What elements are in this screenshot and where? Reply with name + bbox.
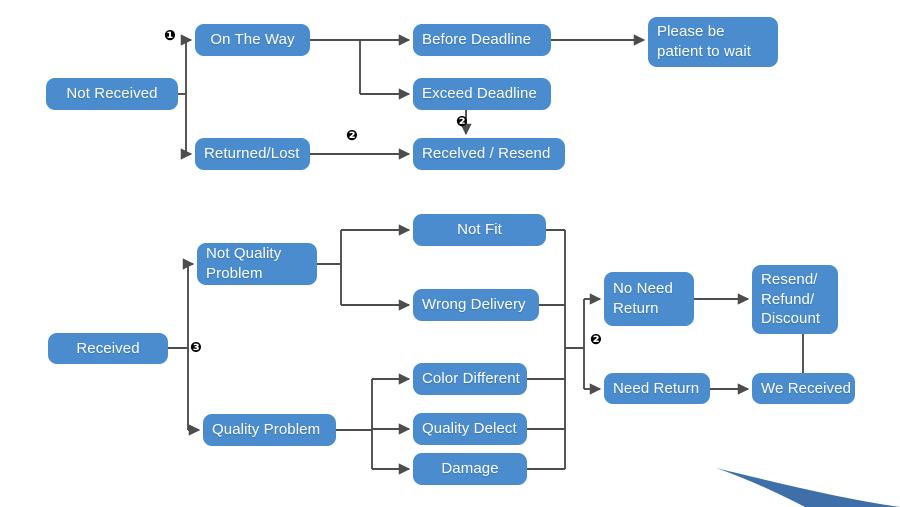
node-quality-problem[interactable]: Quality Problem (203, 414, 336, 446)
node-quality-delect[interactable]: Quality Delect (413, 413, 527, 445)
node-returned-lost[interactable]: Returned/Lost (195, 138, 310, 170)
node-wrong-delivery[interactable]: Wrong Delivery (413, 289, 539, 321)
node-not-received[interactable]: Not Received (46, 78, 178, 110)
marker-step-2-returned-lost: ❷ (346, 128, 358, 144)
node-not-quality-problem[interactable]: Not Quality Problem (197, 243, 317, 285)
marker-step-2-exceed-deadline: ❷ (456, 114, 468, 130)
node-resend-refund-discount[interactable]: Resend/ Refund/ Discount (752, 265, 838, 334)
node-need-return[interactable]: Need Return (604, 373, 710, 404)
marker-step-2-return-split: ❷ (590, 332, 602, 348)
node-not-fit[interactable]: Not Fit (413, 214, 546, 246)
marker-step-1-on-the-way: ❶ (164, 28, 176, 44)
node-received-resend[interactable]: Recelved / Resend (413, 138, 565, 170)
node-we-received[interactable]: We Received (752, 373, 855, 404)
node-color-different[interactable]: Color Different (413, 363, 527, 395)
node-please-be-patient[interactable]: Please be patient to wait (648, 17, 778, 67)
node-received[interactable]: Received (48, 333, 168, 364)
node-before-deadline[interactable]: Before Deadline (413, 24, 551, 56)
node-exceed-deadline[interactable]: Exceed Deadline (413, 78, 551, 110)
node-on-the-way[interactable]: On The Way (195, 24, 310, 56)
marker-step-3-received: ❸ (190, 340, 202, 356)
node-damage[interactable]: Damage (413, 453, 527, 485)
node-no-need-return[interactable]: No Need Return (604, 272, 694, 326)
